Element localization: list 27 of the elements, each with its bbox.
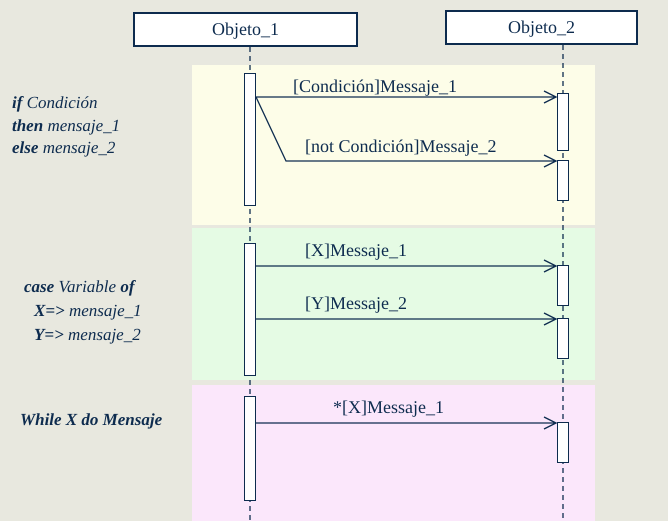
object-box: Objeto_1 (133, 12, 358, 47)
message-label: [X]Messaje_1 (305, 240, 407, 260)
activation-bar (244, 73, 256, 206)
message-label: [not Condición]Messaje_2 (305, 136, 496, 156)
activation-bar (244, 396, 256, 501)
activation-bar (557, 422, 569, 463)
message-label: *[X]Messaje_1 (333, 397, 444, 417)
pseudocode-text: else mensaje_2 (12, 138, 116, 158)
pseudocode-text: While X do Mensaje (20, 410, 162, 430)
activation-bar (557, 93, 569, 151)
activation-bar (557, 160, 569, 201)
activation-bar (557, 318, 569, 359)
pseudocode-text: if Condición (12, 93, 98, 113)
object-box: Objeto_2 (445, 10, 638, 45)
message-arrow (255, 96, 557, 168)
pseudocode-text: Y=> mensaje_2 (34, 325, 141, 345)
message-arrow (256, 312, 557, 326)
message-arrow (256, 259, 557, 273)
message-arrow (256, 90, 557, 104)
message-label: [Y]Messaje_2 (305, 293, 407, 313)
pseudocode-text: case Variable of (24, 277, 134, 297)
activation-bar (557, 265, 569, 306)
message-label: [Condición]Messaje_1 (293, 76, 457, 96)
pseudocode-text: then mensaje_1 (12, 116, 120, 136)
message-arrow (256, 416, 557, 430)
pseudocode-text: X=> mensaje_1 (34, 301, 142, 321)
activation-bar (244, 243, 256, 376)
